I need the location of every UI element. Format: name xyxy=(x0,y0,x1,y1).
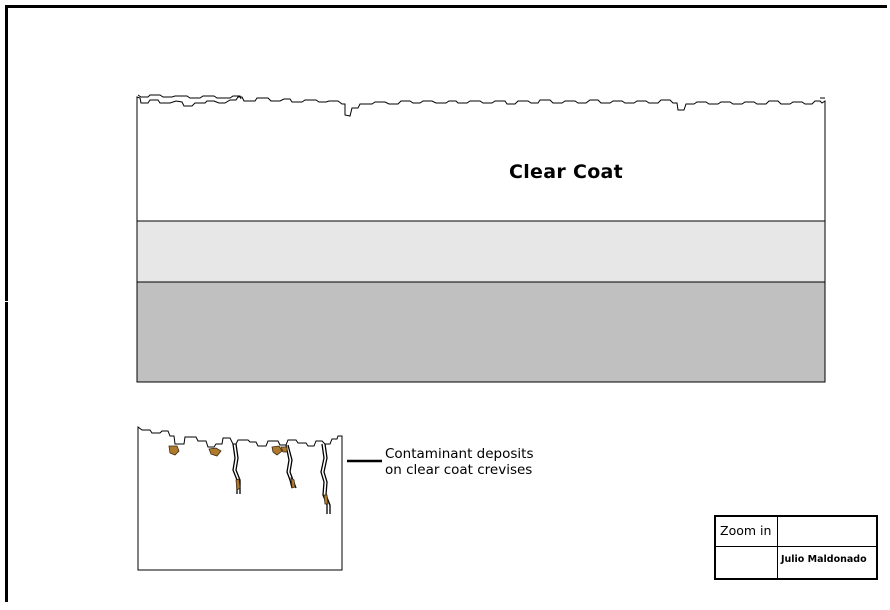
deposit-crevice-3 xyxy=(323,494,329,505)
callout-label: Contaminant deposits on clear coat crevi… xyxy=(385,446,534,478)
clear-coat-label: Clear Coat xyxy=(509,161,624,183)
title-block: Zoom in Julio Maldonado xyxy=(714,515,878,580)
author-name: Julio Maldonado xyxy=(781,554,867,565)
clear-coat-top-edge xyxy=(137,94,825,100)
deposit-1 xyxy=(168,445,180,456)
zoom-detail-box xyxy=(137,426,343,571)
deposit-crevice-1 xyxy=(235,478,241,491)
title-block-divider-horizontal xyxy=(716,546,876,547)
callout-line-1: Contaminant deposits xyxy=(385,446,534,462)
deposit-4 xyxy=(280,446,288,453)
base-coat-layer xyxy=(136,220,826,283)
frame-top-border xyxy=(5,5,887,8)
frame-left-border xyxy=(5,5,8,301)
title-block-divider-vertical xyxy=(777,517,778,578)
primer-layer xyxy=(136,281,826,383)
deposit-3 xyxy=(271,445,283,456)
callout-line-2: on clear coat crevises xyxy=(385,462,533,478)
deposit-crevice-2 xyxy=(290,477,296,489)
crevice-3 xyxy=(320,443,331,514)
deposit-2 xyxy=(208,447,222,457)
clear-coat-layer xyxy=(136,96,826,222)
zoom-label: Zoom in xyxy=(720,523,772,538)
contaminant-deposits xyxy=(168,445,329,505)
frame-left-border-lower xyxy=(5,302,8,602)
